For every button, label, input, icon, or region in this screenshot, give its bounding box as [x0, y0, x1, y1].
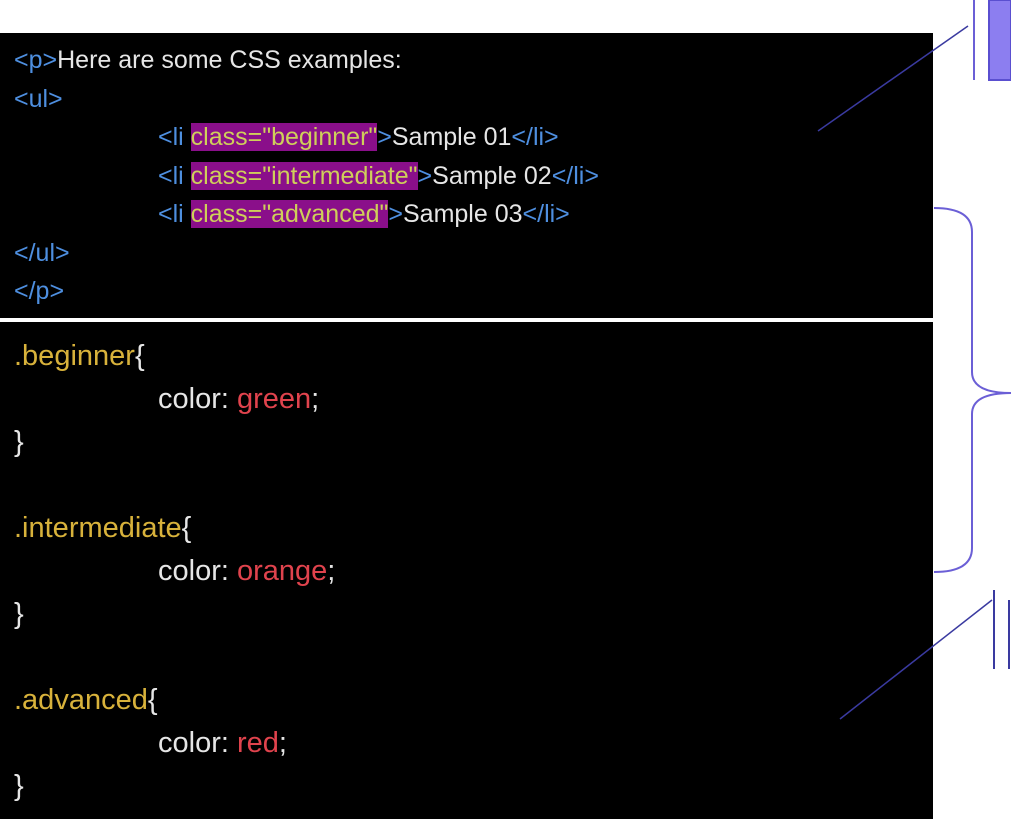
css-rule-close-line: }	[14, 422, 933, 465]
tag-token: <p>	[14, 46, 58, 74]
css-rule-selector-line: .beginner{	[14, 336, 933, 379]
brace-token: }	[14, 598, 24, 630]
semicolon-token: ;	[311, 383, 320, 415]
code-line-li: <li class="advanced">Sample 03</li>	[14, 198, 933, 237]
property-token: color:	[158, 383, 237, 415]
css-declaration-line: color: red;	[14, 723, 933, 766]
value-token: red	[236, 727, 279, 759]
tag-token: <li	[158, 123, 191, 151]
tag-token: </li>	[522, 200, 570, 228]
brace-token: }	[14, 426, 24, 458]
tag-token: >	[388, 200, 403, 228]
tag-token: </li>	[511, 123, 559, 151]
css-declaration-line: color: green;	[14, 379, 933, 422]
code-line-ul-open: <ul>	[14, 83, 933, 122]
class-attribute-highlight: class="advanced"	[190, 200, 389, 228]
brace-token: {	[181, 512, 192, 544]
code-line-li: <li class="beginner">Sample 01</li>	[14, 121, 933, 160]
css-rule-selector-line: .advanced{	[14, 680, 933, 723]
tag-token: >	[417, 161, 433, 190]
value-token: green	[236, 383, 312, 415]
partial-box-top	[988, 0, 1011, 81]
html-code-block: <p>Here are some CSS examples: <ul> <li …	[0, 33, 933, 318]
semicolon-token: ;	[278, 727, 287, 759]
text-token: Sample 03	[403, 200, 523, 228]
class-attribute-highlight: class="beginner"	[190, 123, 378, 151]
css-rule-close-line: }	[14, 594, 933, 637]
property-token: color:	[158, 727, 237, 759]
css-rule-close-line: }	[14, 766, 933, 809]
brace-token: {	[147, 684, 158, 716]
tag-token: >	[377, 123, 392, 151]
connector-line-bottom	[839, 599, 993, 720]
tag-token: <li	[158, 200, 191, 228]
connector-line-top	[817, 25, 969, 132]
brace-token: }	[14, 770, 24, 802]
code-line-p-open: <p>Here are some CSS examples:	[14, 44, 933, 83]
tag-token: <ul>	[14, 84, 63, 113]
selector-token: .intermediate	[14, 512, 182, 544]
code-line-ul-close: </ul>	[14, 237, 933, 276]
tag-token: </p>	[14, 277, 65, 305]
css-code-block: .beginner{ color: green; } .intermediate…	[0, 322, 933, 819]
selector-token: .advanced	[14, 684, 148, 716]
brace-token: {	[134, 340, 145, 372]
code-line-p-close: </p>	[14, 275, 933, 314]
property-token: color:	[158, 555, 237, 587]
text-token: Sample 02	[432, 161, 552, 190]
tag-token: <li	[158, 161, 191, 190]
css-rule-selector-line: .intermediate{	[14, 508, 933, 551]
text-token: Here are some CSS examples:	[57, 46, 402, 74]
class-attribute-highlight: class="intermediate"	[190, 161, 418, 190]
code-line-li: <li class="intermediate">Sample 02</li>	[14, 160, 933, 199]
text-token: Sample 01	[391, 123, 512, 151]
css-declaration-line: color: orange;	[14, 551, 933, 594]
tag-token: </ul>	[14, 238, 70, 267]
tag-token: </li>	[551, 161, 599, 190]
value-token: orange	[236, 555, 328, 587]
selector-token: .beginner	[14, 340, 135, 372]
curly-brace	[933, 207, 1011, 573]
semicolon-token: ;	[327, 555, 336, 587]
